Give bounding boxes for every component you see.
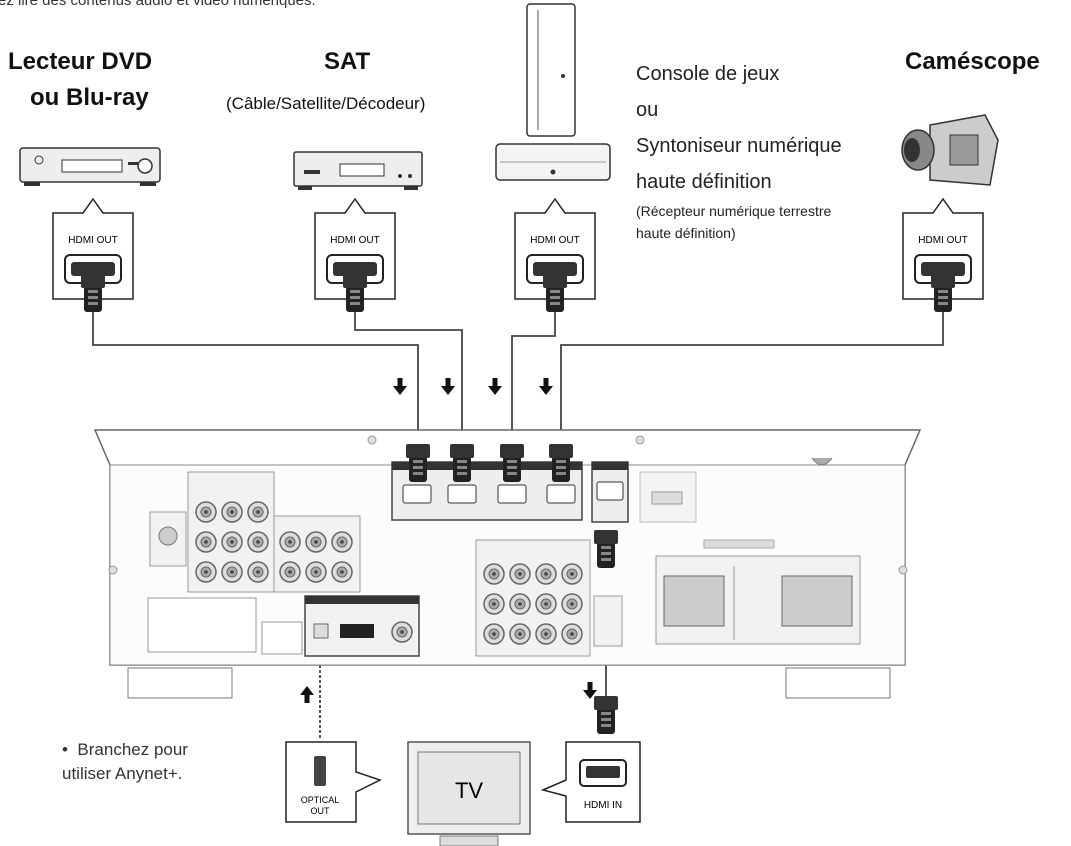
hdmi-plug-rx-in4 (549, 444, 573, 482)
svg-text:HDMI IN: HDMI IN (584, 800, 622, 811)
camcorder-title: Caméscope (905, 48, 1040, 75)
svg-text:HDMI OUT: HDMI OUT (330, 235, 379, 246)
console-line3: Syntoniseur numérique (636, 135, 842, 157)
hdmi-plug-rx-in1 (406, 444, 430, 482)
svg-text:TV: TV (455, 778, 483, 803)
game-console-icon (495, 3, 611, 181)
hdmi-plug-tv (594, 696, 618, 734)
sat-hdmi-out-port: HDMI OUT (314, 198, 396, 300)
console-hdmi-out-port: HDMI OUT (514, 198, 596, 300)
hdmi-plug-camcorder (931, 274, 955, 312)
hdmi-plug-sat (343, 274, 367, 312)
dvd-title-line1: Lecteur DVD (8, 48, 153, 75)
camcorder-icon (901, 114, 999, 186)
svg-text:OPTICAL: OPTICAL (301, 795, 340, 805)
tv-hdmi-in-port: HDMI IN (540, 741, 641, 823)
hdmi-plug-console (543, 274, 567, 312)
note-line2: utiliser Anynet+. (62, 764, 183, 783)
svg-text:OUT: OUT (311, 806, 331, 816)
camcorder-hdmi-out-port: HDMI OUT (902, 198, 984, 300)
tv-icon: TV (407, 741, 531, 846)
intro-text: ez lire des contenus audio et vidéo numé… (0, 0, 316, 9)
console-line2: ou (636, 99, 659, 121)
anynet-note: • Branchez pour utiliser Anynet+. (62, 738, 188, 786)
bullet: • (62, 740, 68, 759)
console-note1: (Récepteur numérique terrestre (636, 203, 832, 219)
console-title-block: Console de jeux ou Syntoniseur numérique… (636, 56, 842, 244)
dvd-hdmi-out-port: HDMI OUT (52, 198, 134, 300)
svg-text:HDMI OUT: HDMI OUT (530, 235, 579, 246)
hdmi-plug-dvd (81, 274, 105, 312)
tv-optical-out-port: OPTICAL OUT (285, 741, 382, 823)
console-line4: haute définition (636, 171, 772, 193)
hdmi-plug-rx-in3 (500, 444, 524, 482)
svg-text:HDMI OUT: HDMI OUT (68, 235, 117, 246)
av-receiver-rear-panel (93, 429, 922, 699)
sat-subtitle: (Câble/Satellite/Décodeur) (226, 94, 426, 113)
console-line1: Console de jeux (636, 63, 780, 85)
hdmi-plug-rx-out (594, 530, 618, 568)
sat-receiver-icon (293, 151, 423, 190)
hdmi-plug-rx-in2 (450, 444, 474, 482)
dvd-player-icon (19, 147, 161, 186)
svg-text:HDMI OUT: HDMI OUT (918, 235, 967, 246)
console-note2: haute définition) (636, 225, 736, 241)
note-line1: • Branchez pour (62, 740, 188, 759)
dvd-title-line2: ou Blu-ray (30, 84, 149, 111)
sat-title: SAT (324, 48, 371, 75)
